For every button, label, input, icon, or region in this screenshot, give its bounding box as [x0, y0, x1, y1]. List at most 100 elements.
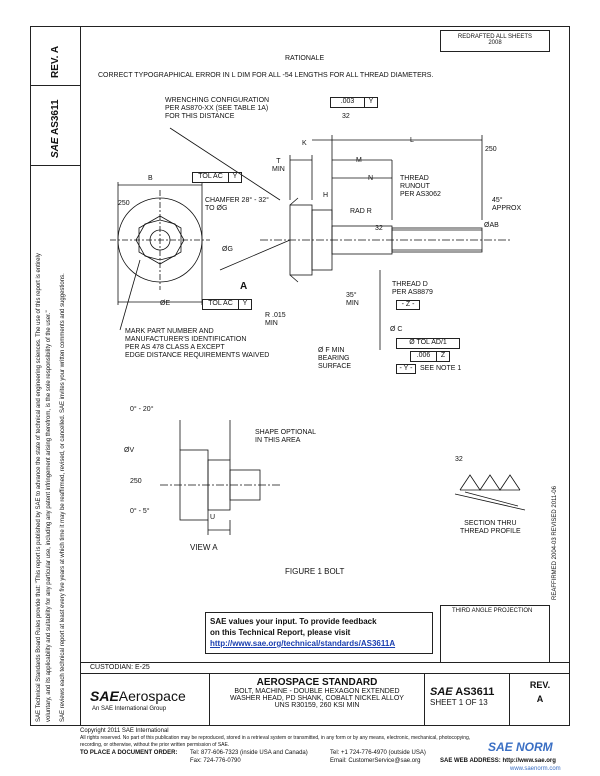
dim-l: L	[410, 137, 414, 144]
hex-head-end-view	[110, 182, 210, 305]
datum-z: - Z -	[396, 300, 420, 310]
drawing-frame	[30, 26, 570, 726]
footer-tel-2: Tel: +1 724-776-4970 (outside USA)	[330, 750, 426, 756]
angle-250-right: 250	[485, 146, 497, 153]
footer-rights: All rights reserved. No part of this pub…	[80, 735, 471, 741]
third-angle-label: THIRD ANGLE PROJECTION	[452, 608, 533, 614]
footer-web: SAE WEB ADDRESS: http://www.sae.org	[440, 758, 556, 764]
stamp-line-2: 2008	[488, 40, 502, 46]
feedback-link[interactable]: http://www.sae.org/technical/standards/A…	[210, 639, 396, 648]
footer-copyright: Copyright 2011 SAE International	[80, 728, 169, 734]
footer-email: Email: CustomerService@sae.org	[330, 758, 421, 764]
dim-h: H	[323, 192, 329, 199]
tol-frame-top: .003 Y	[330, 97, 378, 108]
doc-id-area: SAE AS3611 SHEET 1 OF 13	[425, 674, 510, 726]
dim-v: ØV	[124, 447, 135, 454]
sheet-number: SHEET 1 OF 13	[430, 698, 488, 707]
rev-value: A	[536, 694, 544, 704]
tol-frame-006: .006 Z	[410, 351, 450, 362]
thread-profile	[454, 474, 526, 511]
angle-35: 35°MIN	[346, 292, 359, 307]
footer-rights-2: recording, or otherwise, without the pri…	[80, 742, 230, 748]
side-notice-1: SAE Technical Standards Board Rules prov…	[36, 253, 42, 722]
logo-sae-text: SAE	[90, 688, 119, 704]
angle-250: 250	[118, 200, 130, 207]
sae-logo: SAEAerospace	[90, 688, 186, 704]
doc-number-box	[30, 86, 80, 166]
desc-line-3: UNS R30159, 260 KSI MIN	[274, 702, 360, 709]
angle-0-5: 0° - 5°	[130, 508, 150, 515]
brand-watermark: SAE NORM	[488, 740, 553, 754]
footer-fax: Fax: 724-776-0790	[190, 758, 241, 764]
dim-b: B	[148, 175, 153, 182]
standard-title: AEROSPACE STANDARD	[256, 677, 378, 688]
finish-32-thread: 32	[455, 456, 463, 463]
chamfer-note: CHAMFER 28° - 32°TO ØG	[205, 197, 269, 212]
rev-area: REV. A	[510, 678, 570, 706]
tol-frame-ac-2: TOL AC Y	[202, 299, 252, 310]
dim-e: ØE	[160, 300, 171, 307]
angle-250-b: 250	[130, 478, 142, 485]
label-a: A	[240, 281, 248, 292]
wrench-note: WRENCHING CONFIGURATION PER AS870-XX (SE…	[165, 97, 270, 120]
desc-line-2: WASHER HEAD, PD SHANK, COBALT NICKEL ALL…	[230, 695, 404, 702]
finish-32-mid: 32	[375, 225, 383, 232]
feedback-line-1: SAE values your input. To provide feedba…	[210, 617, 377, 626]
left-column	[30, 26, 81, 726]
dim-u: U	[210, 514, 216, 521]
see-note: SEE NOTE 1	[420, 365, 462, 372]
desc-line-1: BOLT, MACHINE - DOUBLE HEXAGON EXTENDED	[234, 688, 400, 695]
dim-c: Ø C	[390, 326, 403, 333]
finish-32: 32	[342, 113, 350, 120]
tol-frame-ac: TOL AC Y	[192, 172, 242, 183]
bolt-side-view	[260, 135, 510, 283]
stamp-line-1: REDRAFTED ALL SHEETS	[457, 34, 533, 40]
angle-45: 45°APPROX	[492, 197, 522, 212]
doc-sae: SAE	[430, 686, 453, 698]
bolt-drawing	[110, 127, 526, 535]
custodian: CUSTODIAN: E-25	[90, 664, 150, 671]
dim-n: N	[368, 175, 374, 182]
logo-aero-text: Aerospace	[118, 688, 186, 704]
doc-number: AS3611	[455, 686, 495, 698]
title-text-area: AEROSPACE STANDARD BOLT, MACHINE - DOUBL…	[210, 674, 425, 726]
view-a-figure	[160, 420, 280, 535]
rev-label: REV.	[529, 680, 551, 690]
dim-k: K	[302, 140, 307, 147]
rev-box	[30, 26, 80, 86]
feedback-line-2: on this Technical Report, please visit	[210, 628, 351, 637]
doc-number-vertical: SAE AS3611	[50, 99, 61, 158]
side-notice-2: voluntary, and its applicability and sui…	[46, 310, 52, 722]
rev-label-vertical: REV. A	[50, 45, 61, 78]
angle-0-20: 0° - 20°	[130, 406, 154, 413]
rationale-text: CORRECT TYPOGRAPHICAL ERROR IN L DIM FOR…	[98, 72, 434, 79]
dim-m: M	[356, 157, 362, 164]
dim-g: ØG	[222, 246, 233, 253]
custodian-row	[80, 662, 570, 674]
revision-stamp: REDRAFTED ALL SHEETS 2008	[440, 30, 550, 52]
logo-area	[80, 674, 210, 726]
title-block	[80, 662, 570, 726]
tol-frame-ad: Ø TOL AD/1	[396, 338, 460, 349]
right-margin-text: REAFFIRMED 2004-03 REVISED 2011-06	[552, 486, 558, 600]
rationale-title: RATIONALE	[285, 55, 325, 62]
datum-y: - Y -	[396, 364, 416, 374]
logo-sub: An SAE International Group	[92, 706, 167, 712]
side-notice-3: SAE reviews each technical report at lea…	[60, 273, 66, 722]
view-a-caption: VIEW A	[190, 543, 218, 552]
figure-caption: FIGURE 1 BOLT	[285, 567, 345, 576]
dim-ab: ØAB	[484, 222, 499, 229]
footer-tel-1: Tel: 877-606-7323 (inside USA and Canada…	[190, 750, 308, 756]
feedback-box: SAE values your input. To provide feedba…	[205, 612, 433, 654]
brand-sub: www.saenorm.com	[510, 766, 561, 772]
rad-r: RAD R	[350, 208, 372, 215]
footer-order: TO PLACE A DOCUMENT ORDER:	[80, 750, 178, 756]
